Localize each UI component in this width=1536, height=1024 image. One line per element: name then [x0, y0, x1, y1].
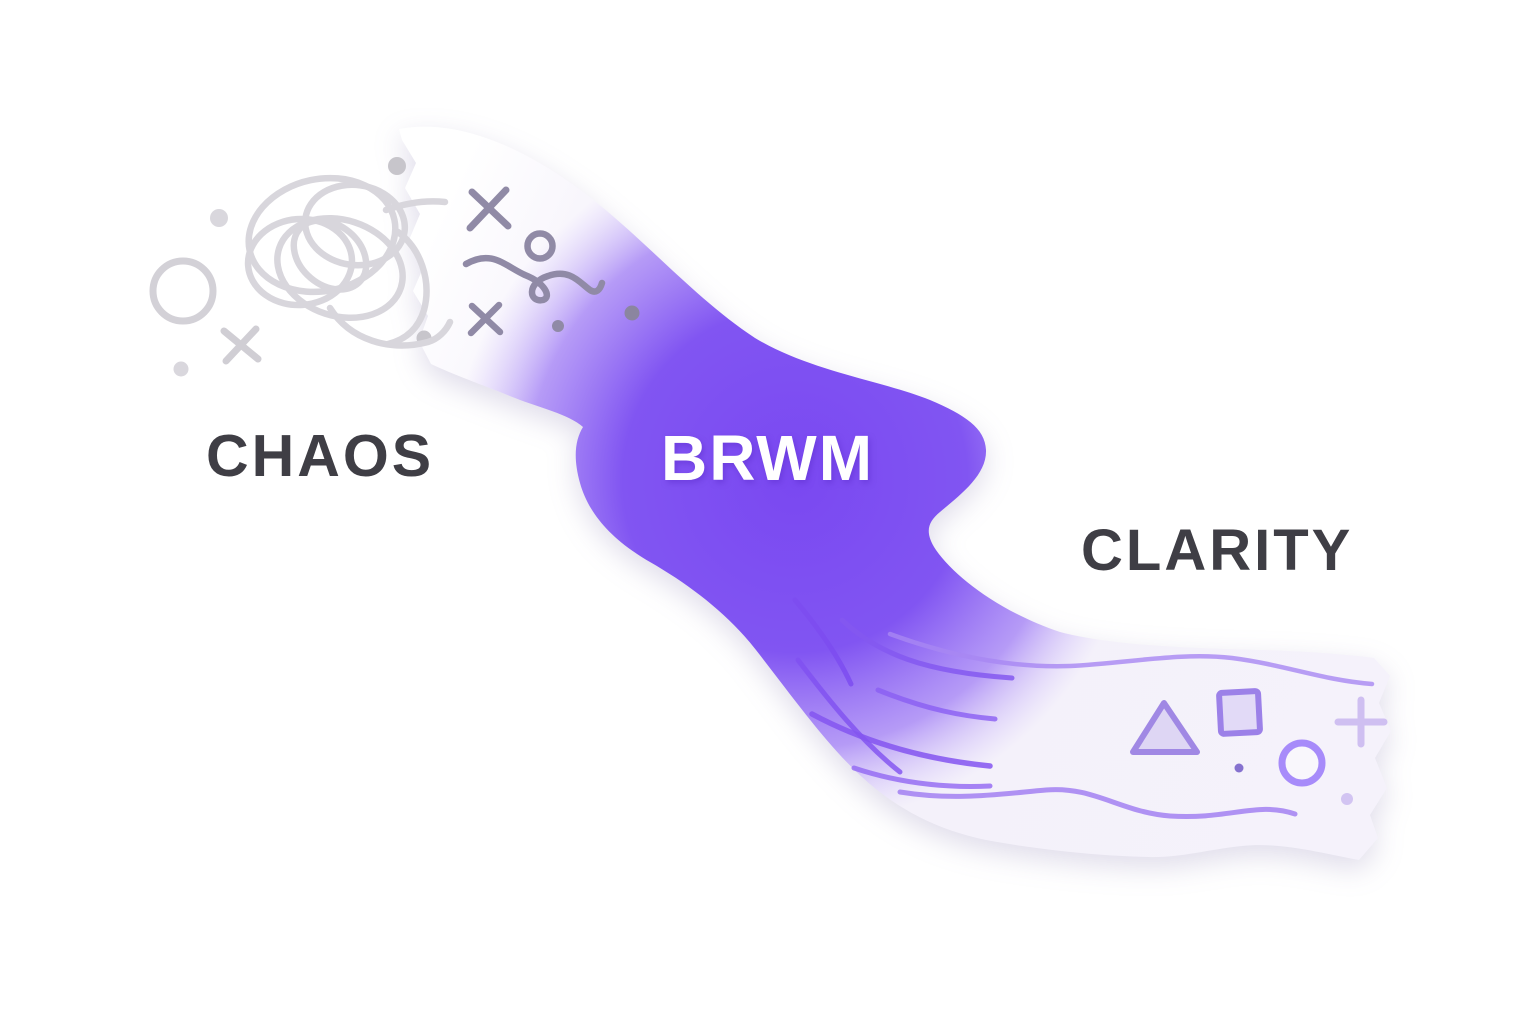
flow-streak: [839, 617, 1015, 681]
label-clarity: CLARITY: [1081, 518, 1354, 583]
circle-outline-icon: [524, 230, 556, 262]
scribble-tangle-icon: [244, 174, 454, 349]
flow-streak: [851, 765, 993, 789]
flow-streaks: [792, 597, 1375, 820]
clarity-shapes: [1130, 688, 1388, 805]
label-chaos: CHAOS: [206, 423, 435, 489]
x-mark-icon: [220, 325, 262, 365]
ribbon-purple-overlay: [399, 126, 1391, 861]
ribbon: [399, 126, 1391, 861]
dot: [624, 305, 640, 321]
loop-squiggle-icon: [462, 254, 606, 304]
plus-icon: [1334, 696, 1388, 748]
flow-streak: [897, 787, 1298, 820]
flow-streak: [795, 657, 903, 775]
label-brwm: BRWM: [661, 422, 874, 494]
dot: [1234, 763, 1244, 773]
dot: [1341, 793, 1353, 805]
triangle-icon: [1130, 700, 1200, 755]
flow-streak: [809, 711, 993, 769]
dot: [552, 320, 564, 332]
flow-streak: [875, 687, 998, 722]
circle-outline-icon: [149, 257, 217, 325]
flow-streak: [887, 631, 1375, 687]
circle-outline-icon: [1278, 739, 1326, 787]
dot: [388, 157, 406, 175]
x-mark-icon: [467, 301, 504, 337]
square-icon: [1216, 688, 1263, 737]
dot: [173, 361, 189, 377]
chaos-doodles: [149, 174, 454, 377]
dot: [210, 209, 228, 227]
x-mark-icon: [466, 186, 512, 232]
flow-streak: [792, 597, 854, 687]
